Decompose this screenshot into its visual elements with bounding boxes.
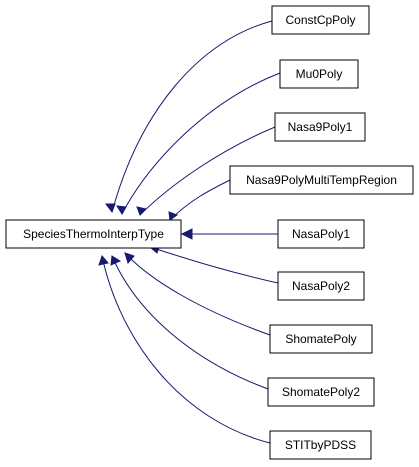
node-stitbypdss[interactable]: STITbyPDSS xyxy=(269,430,372,460)
edge-shomatepoly xyxy=(124,252,271,336)
edges xyxy=(101,20,281,444)
edge-shomatepoly2 xyxy=(111,255,269,390)
node-label: Nasa9PolyMultiTempRegion xyxy=(246,173,397,187)
node-label: NasaPoly2 xyxy=(292,279,350,293)
node-label: NasaPoly1 xyxy=(292,227,350,241)
node-nasapoly2[interactable]: NasaPoly2 xyxy=(277,271,365,301)
edge-constcppoly xyxy=(111,20,273,213)
edge-mu0poly xyxy=(121,72,281,215)
node-nasa9poly1[interactable]: Nasa9Poly1 xyxy=(274,112,366,142)
node-label: ShomatePoly xyxy=(285,332,356,346)
arrowhead-mu0poly xyxy=(116,205,127,215)
node-label: STITbyPDSS xyxy=(285,438,356,452)
node-shomatepoly2[interactable]: ShomatePoly2 xyxy=(267,377,375,407)
arrowhead-shomatepoly xyxy=(124,252,135,265)
edge-stitbypdss xyxy=(101,255,271,444)
node-label: ConstCpPoly xyxy=(285,13,355,27)
node-label: ShomatePoly2 xyxy=(282,385,360,399)
node-mu0poly[interactable]: Mu0Poly xyxy=(279,59,359,89)
arrowhead-stitbypdss xyxy=(98,255,109,266)
node-label: Nasa9Poly1 xyxy=(288,120,353,134)
arrowheads xyxy=(98,203,193,266)
node-nasa9polymultitempregion[interactable]: Nasa9PolyMultiTempRegion xyxy=(229,165,414,195)
node-constcppoly[interactable]: ConstCpPoly xyxy=(271,5,370,35)
edge-nasa9polymultitempregion xyxy=(169,179,231,221)
node-label: Mu0Poly xyxy=(296,67,343,81)
edge-nasapoly2 xyxy=(149,246,279,284)
node-speciesthermointerptype[interactable]: SpeciesThermoInterpType xyxy=(5,219,182,249)
node-label: SpeciesThermoInterpType xyxy=(23,227,164,241)
arrowhead-nasapoly1 xyxy=(180,228,193,240)
arrowhead-constcppoly xyxy=(105,203,116,214)
arrowhead-shomatepoly2 xyxy=(110,255,122,266)
node-nasapoly1[interactable]: NasaPoly1 xyxy=(277,219,365,249)
node-shomatepoly[interactable]: ShomatePoly xyxy=(269,324,373,354)
arrowhead-nasa9poly1 xyxy=(136,206,147,216)
edge-nasa9poly1 xyxy=(139,126,276,216)
arrowhead-nasa9polymultitempregion xyxy=(168,211,179,221)
